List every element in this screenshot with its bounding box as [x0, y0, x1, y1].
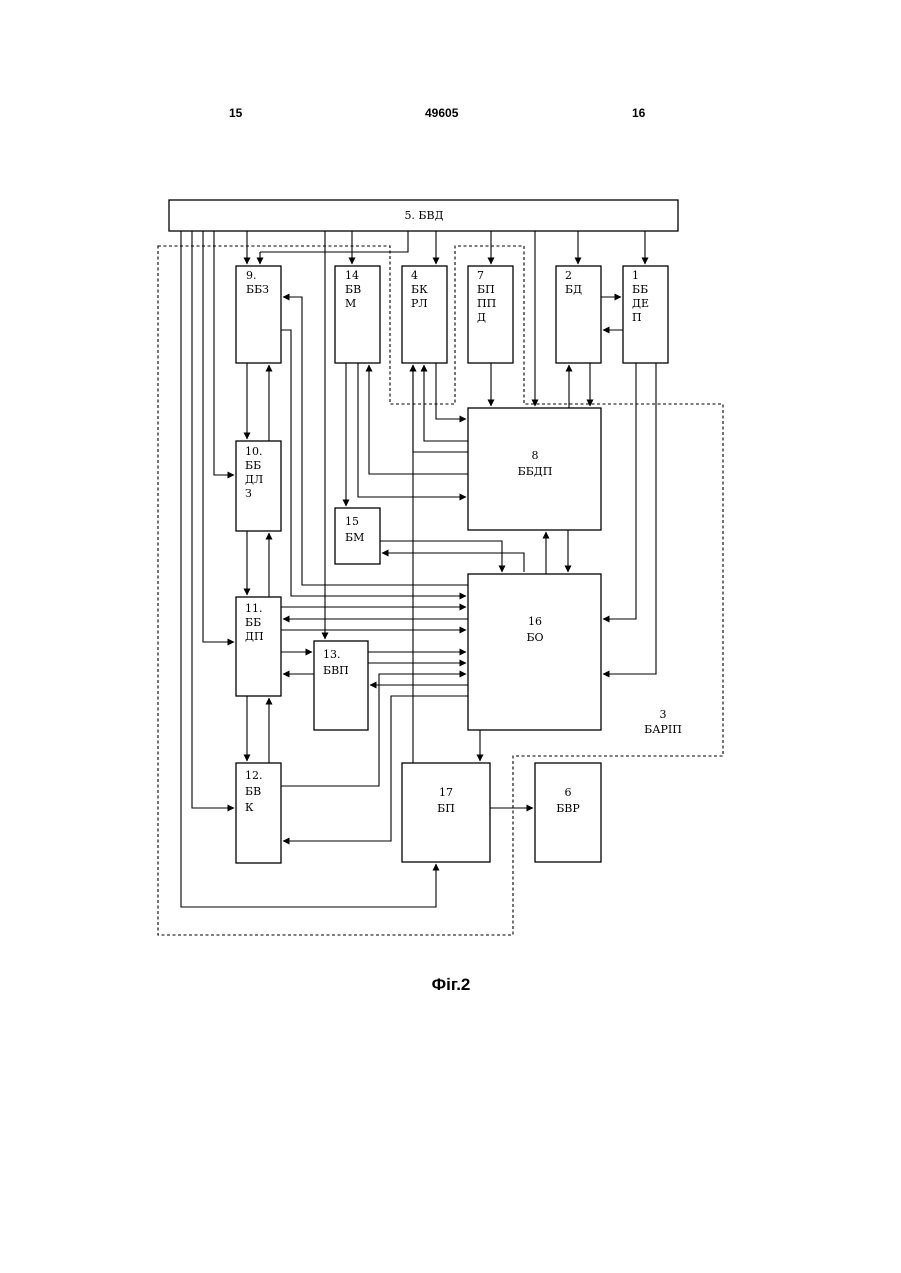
block-2-bd — [556, 266, 601, 363]
block-7-bppd — [468, 266, 513, 363]
link-5-to-17 — [181, 231, 436, 907]
block-1-bbdep — [623, 266, 668, 363]
link-8-to-4b — [413, 365, 468, 452]
label-block-11: 11.ББДП — [245, 602, 264, 643]
figure-caption: Фіг.2 — [432, 975, 471, 994]
link-5-to-9b — [260, 231, 408, 264]
block-4-bkrl — [402, 266, 447, 363]
link-8-to-4a — [424, 365, 468, 441]
block-16-bo — [468, 574, 601, 730]
link-16-to-15 — [382, 553, 524, 572]
link-14-to-8 — [358, 363, 466, 497]
link-1-to-16a — [603, 363, 636, 619]
label-block-3: 3БАРІП — [644, 708, 682, 736]
link-15-to-16 — [380, 541, 502, 572]
link-5-to-11 — [203, 231, 234, 642]
link-1-to-16b — [603, 363, 656, 674]
link-4-to-8 — [436, 363, 466, 419]
block-9-bbz — [236, 266, 281, 363]
link-5-to-12 — [192, 231, 234, 808]
link-5-to-10 — [214, 231, 234, 475]
label-block-5: 5. БВД — [404, 209, 443, 222]
